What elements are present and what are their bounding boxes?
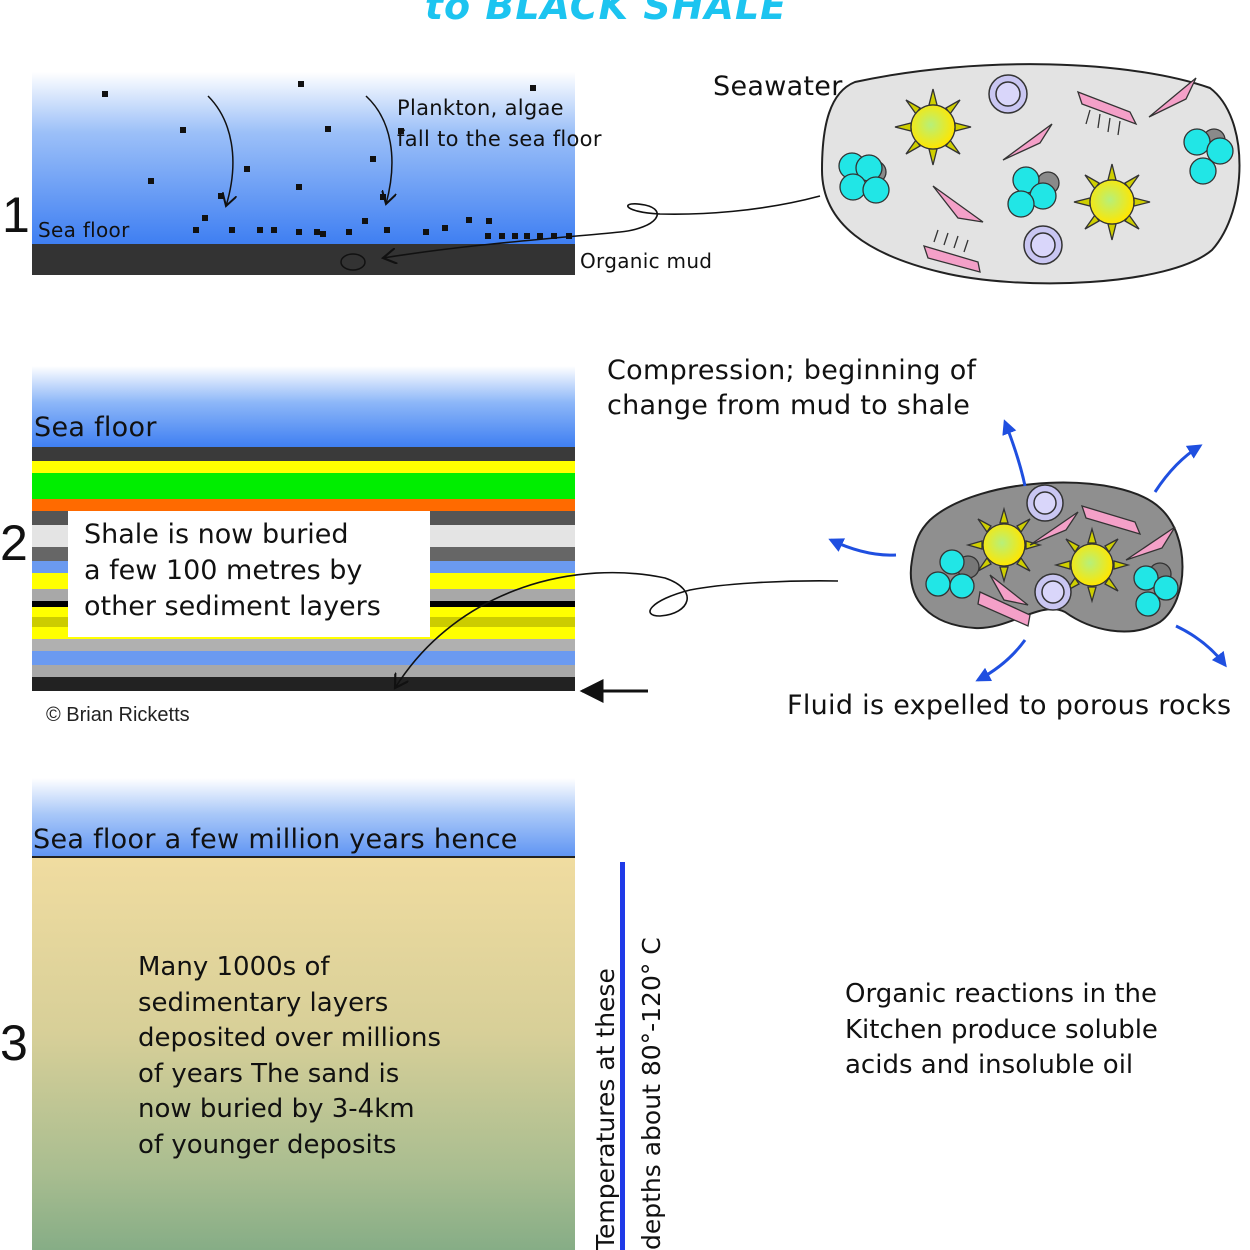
deposits-line-1: Many 1000s of [138, 952, 330, 982]
reactions-text: Organic reactions in the Kitchen produce… [845, 977, 1158, 1084]
compressed-cyan [925, 549, 1179, 617]
fluid-expelled-label: Fluid is expelled to porous rocks [787, 690, 1232, 721]
fluid-arrow-down-right [1175, 624, 1227, 668]
buried-line-1: Shale is now buried [84, 519, 349, 550]
compressed-inset [909, 481, 1184, 633]
reactions-line-3: acids and insoluble oil [845, 1050, 1134, 1080]
cyan-clusters [838, 128, 1234, 218]
temperature-depth-bar [620, 862, 625, 1250]
deposits-text: Many 1000s of sedimentary layers deposit… [138, 950, 441, 1163]
compression-label-line1: Compression; beginning of [607, 355, 977, 386]
disc-plankton [988, 74, 1063, 265]
deposits-line-3: deposited over millions [138, 1023, 442, 1053]
sediment-layer [32, 499, 575, 511]
sediment-layer [32, 665, 575, 677]
panel-2-sea-floor-label: Sea floor [34, 412, 157, 443]
deposits-line-6: of younger deposits [138, 1129, 397, 1160]
plankton-label-line1: Plankton, algae [397, 96, 564, 120]
pink-cone-plankton [932, 77, 1197, 223]
zoom-connector-2 [395, 571, 839, 688]
panel-2-seawater [32, 366, 575, 447]
sediment-layer [32, 651, 575, 665]
seawater-inset [820, 63, 1241, 285]
fluid-arrows [828, 419, 1227, 682]
sediment-layer [32, 677, 575, 691]
sediment-layer [32, 639, 575, 651]
sediment-layer [32, 473, 575, 499]
fluid-arrow-left [828, 538, 897, 557]
deposits-line-2: sedimentary layers [138, 987, 389, 1018]
compression-label-line2: change from mud to shale [607, 390, 971, 421]
panel-3-seawater [32, 778, 575, 858]
panel-1-number: 1 [2, 187, 30, 243]
sun-plankton [894, 88, 1151, 241]
panel-3-sediment-column [32, 858, 575, 1250]
buried-line-3: other sediment layers [84, 591, 381, 622]
fluid-arrow-up-left [1002, 419, 1027, 487]
seawater-label: Seawater [713, 71, 843, 102]
buried-shale-callout: Shale is now buried a few 100 metres by … [68, 511, 430, 637]
panel-1-sea-floor-label: Sea floor [38, 218, 130, 242]
temperature-label-line2: depths about 80°-120° C [637, 937, 666, 1250]
panel-3-number: 3 [0, 1015, 28, 1071]
deposits-line-5: now buried by 3-4km [138, 1094, 415, 1124]
sediment-layer [32, 447, 575, 461]
compressed-suns [965, 506, 1131, 604]
zoom-connector-1 [383, 195, 821, 258]
falling-arrow-right [365, 95, 392, 204]
buried-line-2: a few 100 metres by [84, 555, 363, 586]
reactions-line-1: Organic reactions in the [845, 979, 1157, 1009]
fluid-arrow-up-right [1153, 444, 1203, 493]
compressed-pink [977, 505, 1176, 627]
temperature-label-line1: Temperatures at these [591, 968, 620, 1250]
reactions-line-2: Kitchen produce soluble [845, 1014, 1158, 1045]
plankton-label-line2: fall to the sea floor [397, 127, 602, 151]
diagram-title: to BLACK SHALE [424, 0, 788, 28]
compressed-discs [1026, 484, 1072, 611]
deposits-line-4: of years The sand is [138, 1058, 400, 1089]
fluid-arrow-down-left [975, 639, 1027, 682]
panel-2-number: 2 [0, 515, 28, 571]
copyright-label: © Brian Ricketts [46, 704, 190, 726]
falling-arrow-left [207, 95, 233, 206]
organic-mud-label: Organic mud [580, 249, 713, 273]
plankton-particles [102, 81, 572, 239]
sediment-layer [32, 461, 575, 473]
organic-mud-pellet [340, 253, 366, 271]
pink-bar-plankton [922, 90, 1138, 273]
panel-1-organic-mud-layer [32, 244, 575, 275]
panel-1-seawater [32, 72, 575, 244]
panel-3-sea-floor-line [32, 856, 575, 858]
panel-3-sea-floor-label: Sea floor a few million years hence [33, 824, 518, 855]
